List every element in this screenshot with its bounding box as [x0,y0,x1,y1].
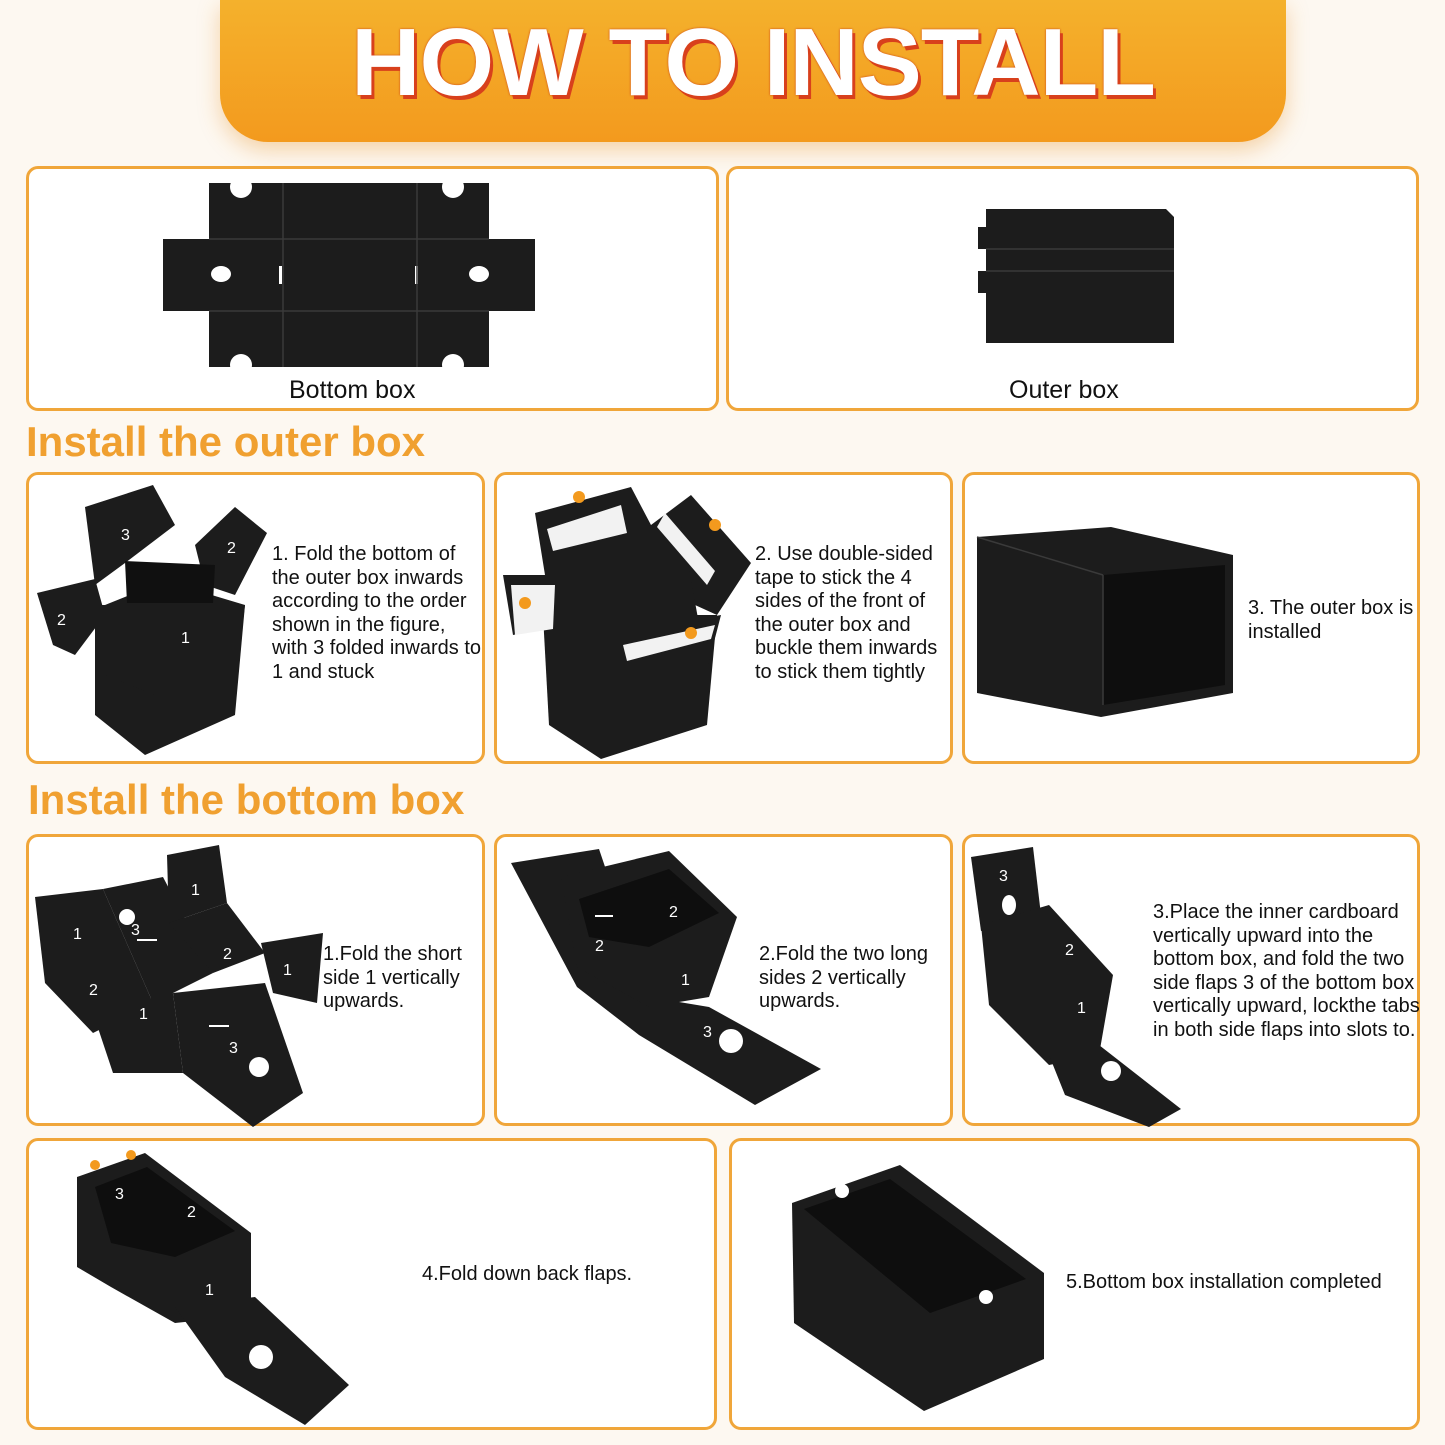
outer-step-1-illustration: 3 2 2 1 [37,485,267,755]
flap-number-1: 1 [205,1282,214,1299]
flap-number-1-a: 1 [73,926,82,943]
bottom-step-4-panel: 3 2 1 4.Fold down back flaps. [26,1138,717,1430]
outer-step-1-text: 1. Fold the bottom of the outer box inwa… [272,543,482,683]
outer-step-3-panel: 3. The outer box is installed [962,472,1420,764]
bottom-step-5-panel: 5.Bottom box installation completed [729,1138,1420,1430]
page-title: HOW TO INSTALL [351,9,1156,116]
flap-number-2-a: 2 [223,946,232,963]
flap-number-2-left: 2 [57,612,66,629]
bottom-step-4-text: 4.Fold down back flaps. [422,1263,633,1285]
flap-number-1: 1 [181,630,190,647]
flap-number-2-b: 2 [595,938,604,955]
flap-number-3: 3 [703,1024,712,1041]
bottom-step-3-illustration: 3 2 1 [971,847,1181,1127]
bottom-section-title: Install the bottom box [28,776,465,823]
outer-box-flat-illustration [978,209,1174,343]
outer-box-label: Outer box [1009,376,1119,404]
bottom-step-1-panel: 1 3 1 2 1 2 1 3 1.Fold the short side 1 … [26,834,485,1127]
outer-section-title: Install the outer box [26,418,426,465]
bottom-step-3-text: 3.Place the inner cardboard vertically u… [1153,901,1420,1041]
bottom-step-3-panel: 3 2 1 3.Place the inner cardboard vertic… [962,834,1420,1127]
flap-number-2-right: 2 [227,540,236,557]
flap-number-3: 3 [115,1186,124,1203]
outer-step-3-illustration [976,527,1233,717]
bottom-box-panel: Bottom box [26,166,719,411]
flap-number-2-b: 2 [89,982,98,999]
bottom-step-1-illustration: 1 3 1 2 1 2 1 3 [35,845,323,1127]
flap-number-1: 1 [681,972,690,989]
outer-step-1-panel: 3 2 2 1 1. Fold the bottom of the outer … [26,472,485,764]
bottom-box-flat-illustration [163,176,535,376]
outer-box-panel: Outer box [726,166,1419,411]
flap-number-3-b: 3 [229,1040,238,1057]
flap-number-2-a: 2 [669,904,678,921]
flap-number-1: 1 [1077,1000,1086,1017]
outer-step-3-text: 3. The outer box is installed [1248,597,1414,643]
outer-step-2-panel: 2. Use double-sided tape to stick the 4 … [494,472,953,764]
flap-number-2: 2 [187,1204,196,1221]
flap-number-1-b: 1 [191,882,200,899]
flap-number-1-c: 1 [283,962,292,979]
bottom-step-5-text: 5.Bottom box installation completed [1066,1271,1382,1293]
flap-number-1-d: 1 [139,1006,148,1023]
flap-number-3-a: 3 [131,922,140,939]
bottom-box-label: Bottom box [289,376,416,404]
outer-step-2-illustration [503,487,751,759]
bottom-step-5-illustration [792,1165,1044,1411]
bottom-step-2-panel: 2 2 1 3 2.Fold the two long sides 2 vert… [494,834,953,1126]
flap-number-3: 3 [121,527,130,544]
bottom-step-2-text: 2.Fold the two long sides 2 vertically u… [759,943,928,1012]
flap-number-3: 3 [999,868,1008,885]
bottom-step-4-illustration: 3 2 1 [77,1150,349,1425]
bottom-step-2-illustration: 2 2 1 3 [511,849,821,1105]
outer-step-2-text: 2. Use double-sided tape to stick the 4 … [755,543,938,683]
bottom-step-1-text: 1.Fold the short side 1 vertically upwar… [323,943,462,1012]
flap-number-2: 2 [1065,942,1074,959]
title-banner: HOW TO INSTALL [220,0,1286,142]
